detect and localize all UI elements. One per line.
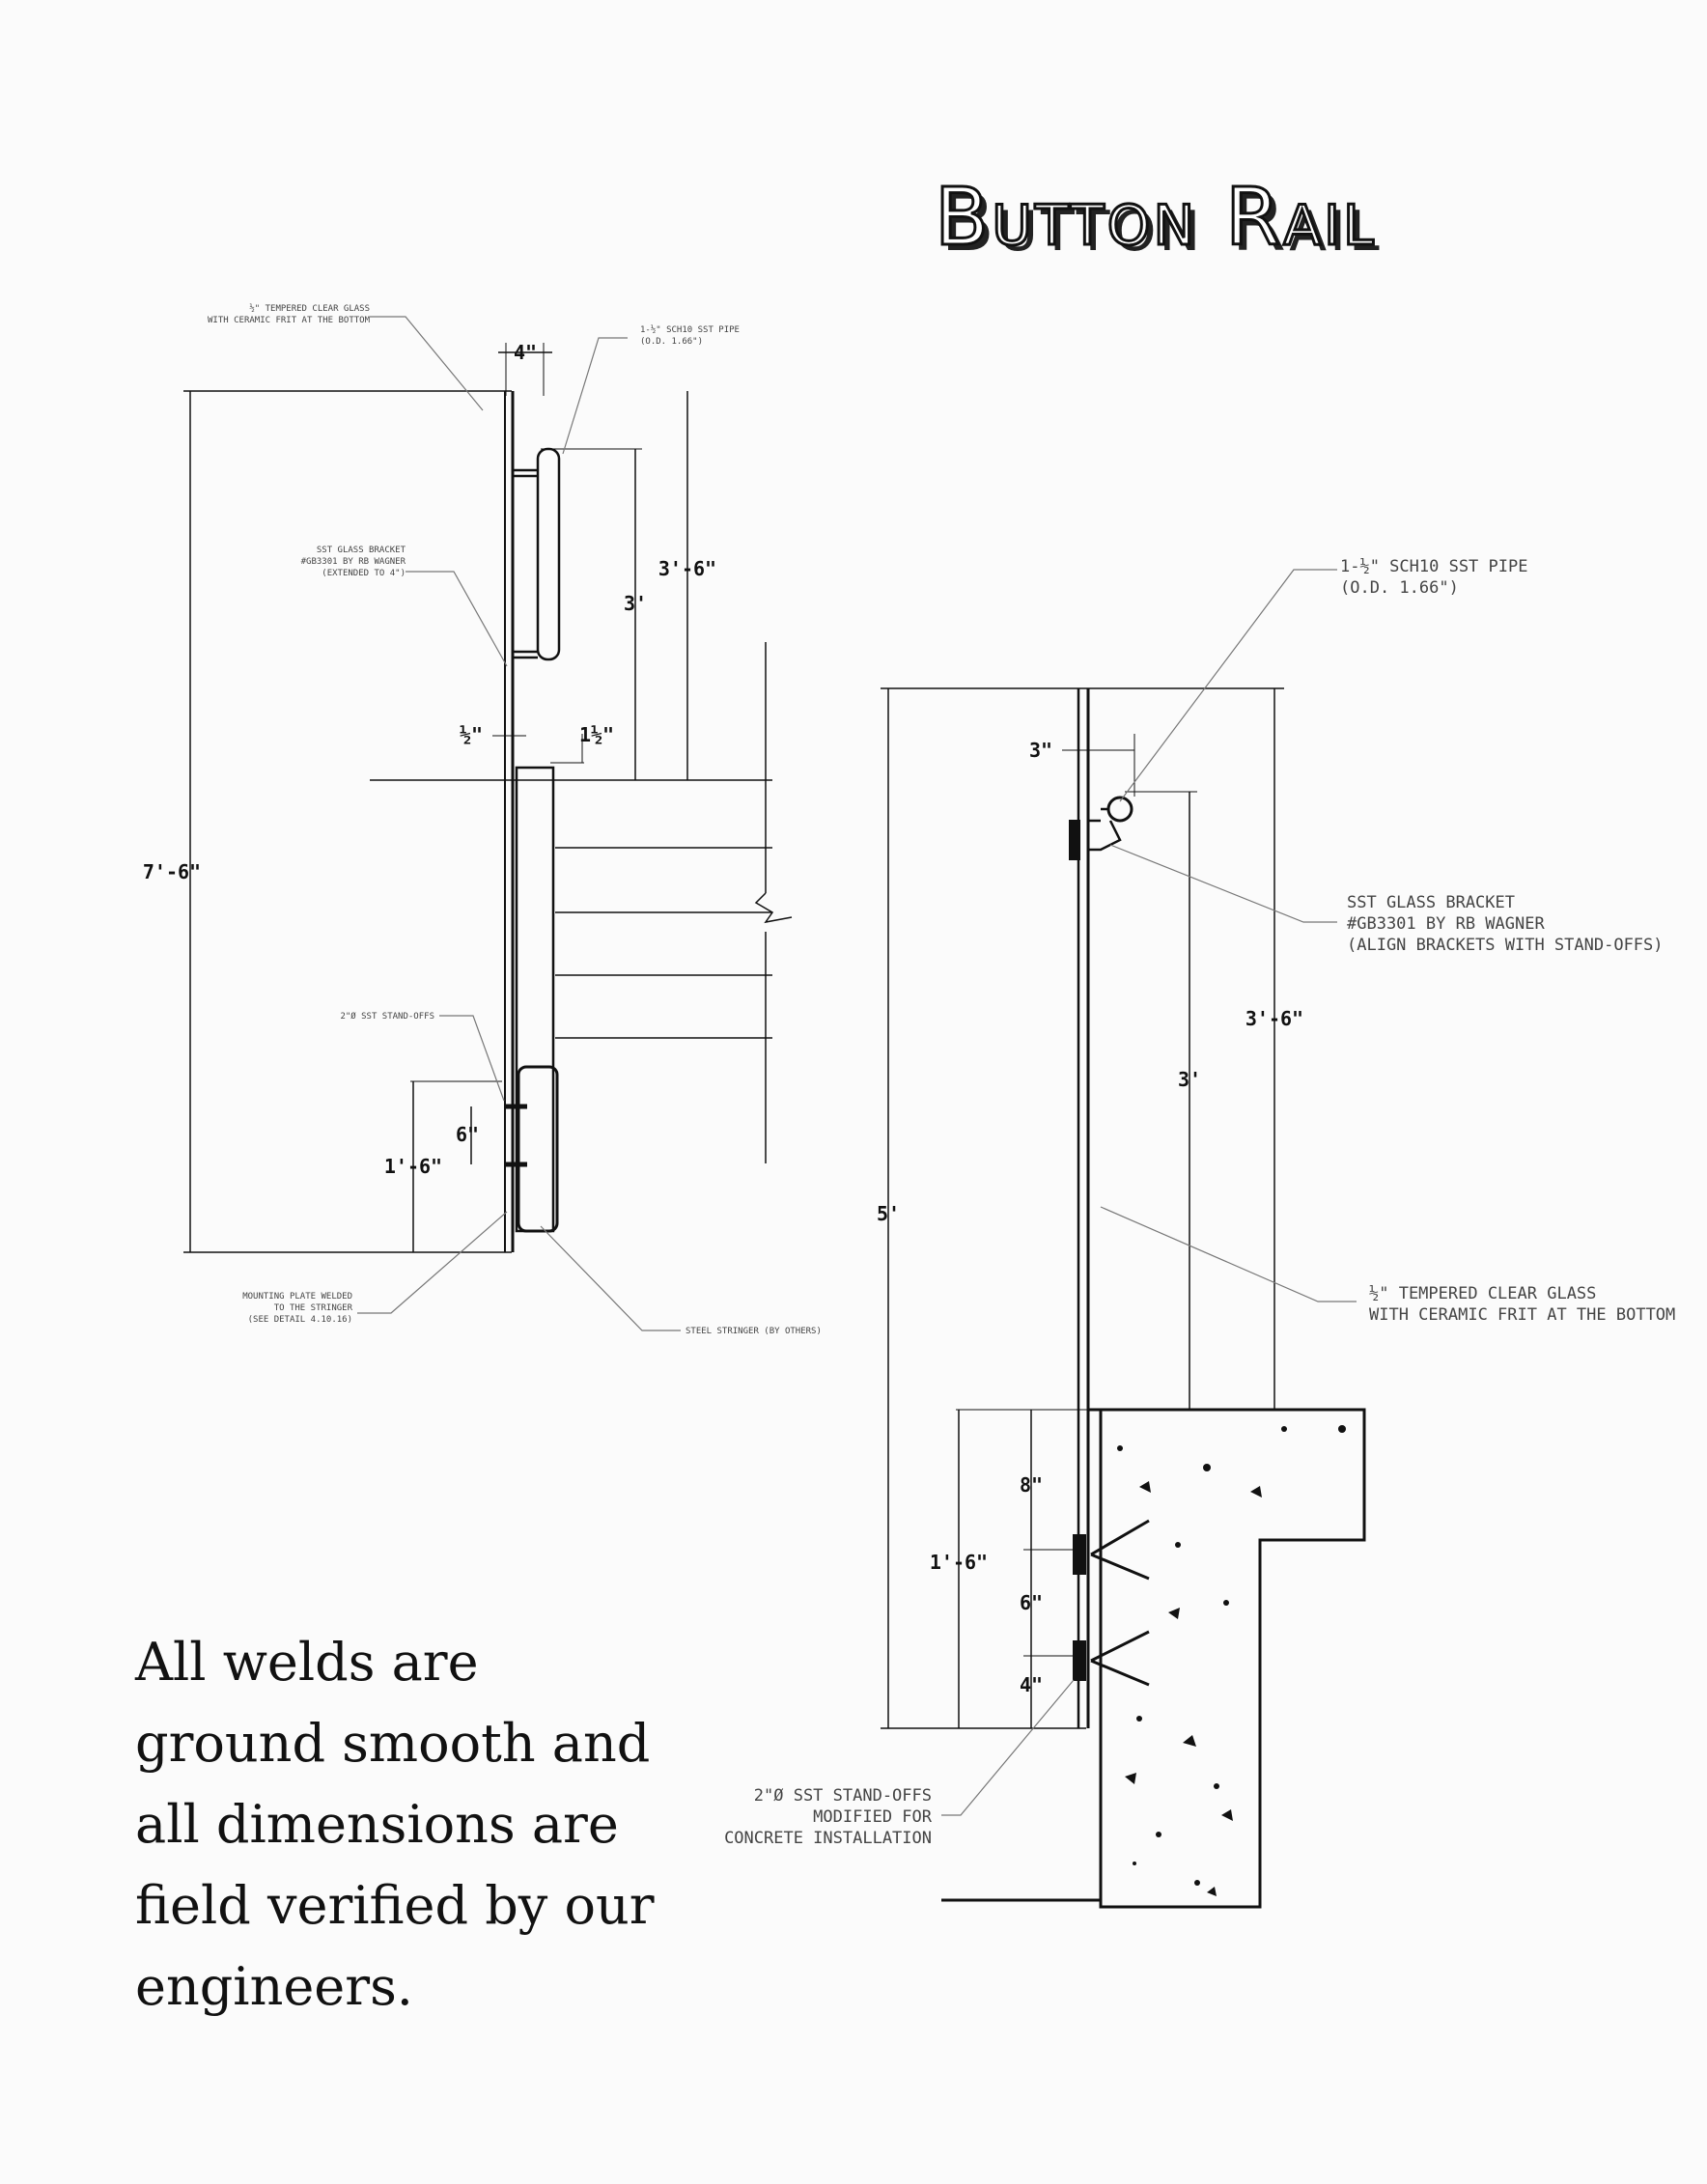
left-dim-stringer-offset: 1½" bbox=[579, 723, 614, 746]
right-dim-top-gap: 3" bbox=[1029, 739, 1052, 762]
left-plate-label-1: MOUNTING PLATE WELDED bbox=[242, 1292, 352, 1302]
right-dim-rail-inner: 3' bbox=[1178, 1068, 1201, 1091]
right-leaders bbox=[941, 569, 1357, 1816]
right-glass-label-1: ½" TEMPERED CLEAR GLASS bbox=[1369, 1284, 1596, 1303]
left-detail bbox=[183, 343, 793, 1253]
left-dimension-text: 7'-6" 4" 3'-6" 3' ½" 1½" 6" 1'-6" bbox=[143, 341, 716, 1178]
left-plate-label-2: TO THE STRINGER bbox=[274, 1303, 353, 1313]
left-pipe-label-1: 1-½" SCH10 SST PIPE bbox=[640, 324, 740, 335]
left-bracket-label-3: (EXTENDED TO 4") bbox=[322, 569, 406, 578]
right-bracket-label-3: (ALIGN BRACKETS WITH STAND-OFFS) bbox=[1347, 936, 1664, 955]
right-dim-seg-bot: 4" bbox=[1020, 1673, 1043, 1696]
left-glass-label-1: ½" TEMPERED CLEAR GLASS bbox=[249, 303, 370, 314]
right-standoffs-label-1: 2"Ø SST STAND-OFFS bbox=[754, 1786, 932, 1806]
left-callouts: ½" TEMPERED CLEAR GLASS WITH CERAMIC FRI… bbox=[208, 303, 822, 1336]
right-dim-seg-mid: 6" bbox=[1020, 1591, 1043, 1614]
left-dim-rail-inner: 3' bbox=[624, 592, 647, 615]
left-glass-label-2: WITH CERAMIC FRIT AT THE BOTTOM bbox=[208, 316, 371, 325]
right-pipe-label-2: (O.D. 1.66") bbox=[1340, 578, 1459, 598]
right-detail bbox=[881, 687, 1366, 1909]
right-dim-rail-height: 3'-6" bbox=[1245, 1007, 1303, 1030]
right-dimension-text: 3" 3'-6" 3' 5' 8" 1'-6" 6" 4" bbox=[877, 739, 1303, 1696]
page-title: Button Rail bbox=[934, 171, 1377, 266]
left-pipe-label-2: (O.D. 1.66") bbox=[640, 337, 703, 347]
right-glass-label-2: WITH CERAMIC FRIT AT THE BOTTOM bbox=[1369, 1305, 1675, 1325]
right-pipe-label-1: 1-½" SCH10 SST PIPE bbox=[1340, 557, 1527, 576]
weld-note: All welds are ground smooth and all dime… bbox=[135, 1632, 655, 2017]
left-bracket-label-2: #GB3301 BY RB WAGNER bbox=[301, 557, 406, 567]
right-dim-base: 1'-6" bbox=[930, 1551, 988, 1574]
left-dim-top-width: 4" bbox=[514, 341, 537, 364]
left-plate-label-3: (SEE DETAIL 4.10.16) bbox=[248, 1315, 352, 1325]
left-leaders bbox=[357, 316, 681, 1331]
right-bracket-label-1: SST GLASS BRACKET bbox=[1347, 893, 1515, 912]
left-standoffs-label: 2"Ø SST STAND-OFFS bbox=[340, 1011, 434, 1022]
left-dim-overall: 7'-6" bbox=[143, 860, 201, 883]
right-standoffs-label-3: CONCRETE INSTALLATION bbox=[724, 1829, 932, 1848]
left-stringer-label: STEEL STRINGER (BY OTHERS) bbox=[686, 1327, 822, 1336]
left-dim-base: 1'-6" bbox=[384, 1155, 442, 1178]
left-dim-rail-height: 3'-6" bbox=[658, 557, 716, 580]
right-standoffs-label-2: MODIFIED FOR bbox=[813, 1807, 933, 1827]
right-dim-overall: 5' bbox=[877, 1202, 900, 1225]
right-callouts: 1-½" SCH10 SST PIPE (O.D. 1.66") SST GLA… bbox=[724, 557, 1675, 1848]
left-dim-glass-offset: ½" bbox=[460, 723, 483, 746]
right-dim-seg-top: 8" bbox=[1020, 1473, 1043, 1497]
left-bracket-label-1: SST GLASS BRACKET bbox=[317, 546, 406, 555]
concrete-aggregate bbox=[1117, 1425, 1346, 1896]
right-bracket-label-2: #GB3301 BY RB WAGNER bbox=[1347, 914, 1545, 934]
left-dim-spacing: 6" bbox=[456, 1123, 479, 1146]
